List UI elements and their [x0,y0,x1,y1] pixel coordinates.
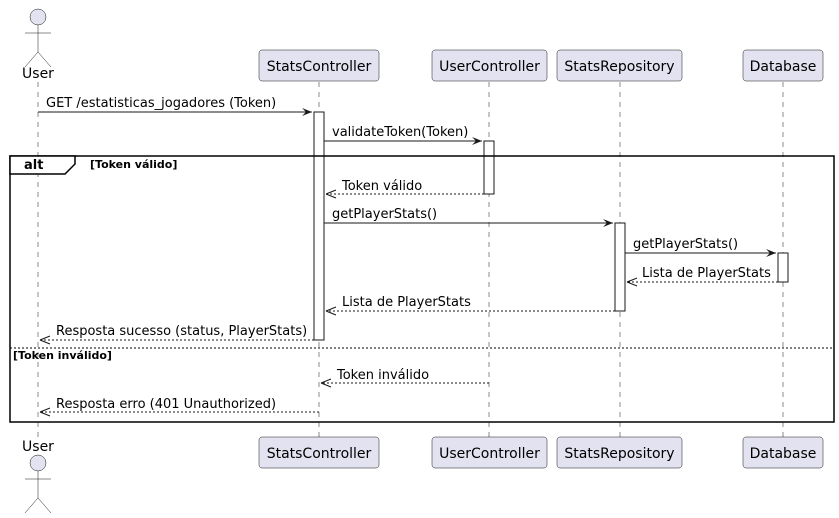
message-token-invalid-label: Token inválido [336,368,429,383]
participant-stats-repository-bottom: StatsRepository [556,436,683,469]
message-validate-token: validateToken(Token) [324,125,482,145]
participant-stats-controller-top: StatsController [258,49,380,82]
message-error-response-label: Resposta erro (401 Unauthorized) [56,397,276,412]
actor-user-top-label: User [22,66,54,82]
message-token-valid: Token válido [325,179,484,199]
message-get-player-stats: getPlayerStats() [324,207,613,227]
activation-stats-controller [313,111,325,341]
message-get-player-stats-db: getPlayerStats() [625,237,776,257]
message-token-invalid: Token inválido [320,368,489,388]
message-get-player-stats-label: getPlayerStats() [332,207,437,222]
message-success-response-label: Resposta sucesso (status, PlayerStats) [56,324,307,339]
alt-keyword: alt [24,158,43,173]
participant-stats-repository-top: StatsRepository [556,49,683,82]
alt-frame [9,155,835,423]
participant-user-controller-bottom-label: UserController [439,446,540,462]
message-get-stats-label: GET /estatisticas_jogadores (Token) [46,96,276,111]
participant-database-top: Database [742,49,824,82]
participant-stats-controller-bottom-label: StatsController [267,446,372,462]
actor-user-bottom-label: User [22,439,54,455]
participant-user-controller-top: UserController [431,49,548,82]
alt-fragment: alt [Token válido] [Token inválido] [9,155,835,423]
participant-user-controller-bottom: UserController [431,436,548,469]
participant-database-bottom: Database [742,436,824,469]
activation-stats-repository [614,222,626,312]
message-player-stats-list-db: Lista de PlayerStats [626,266,778,287]
participant-stats-controller-bottom: StatsController [258,436,380,469]
activation-database [777,252,789,283]
message-player-stats-list-db-label: Lista de PlayerStats [642,266,771,281]
message-get-player-stats-db-label: getPlayerStats() [633,237,738,252]
alt-guard-1: [Token válido] [90,158,177,171]
message-token-valid-label: Token válido [341,179,422,194]
activation-user-controller [483,140,495,195]
participant-user-controller-top-label: UserController [439,59,540,75]
message-success-response: Resposta sucesso (status, PlayerStats) [39,324,314,345]
message-validate-token-label: validateToken(Token) [332,125,468,140]
participant-stats-repository-bottom-label: StatsRepository [564,446,674,462]
participant-stats-repository-top-label: StatsRepository [564,59,674,75]
actor-user-bottom: User [22,439,54,514]
message-player-stats-list: Lista de PlayerStats [325,295,615,316]
message-player-stats-list-label: Lista de PlayerStats [342,295,471,310]
message-get-stats: GET /estatisticas_jogadores (Token) [38,96,312,116]
message-error-response: Resposta erro (401 Unauthorized) [39,397,319,417]
actor-user-top: User [22,8,54,82]
alt-guard-2: [Token inválido] [13,349,112,362]
participant-database-bottom-label: Database [750,446,817,462]
alt-label-tab [9,155,76,175]
participant-stats-controller-top-label: StatsController [267,59,372,75]
participant-database-top-label: Database [750,59,817,75]
